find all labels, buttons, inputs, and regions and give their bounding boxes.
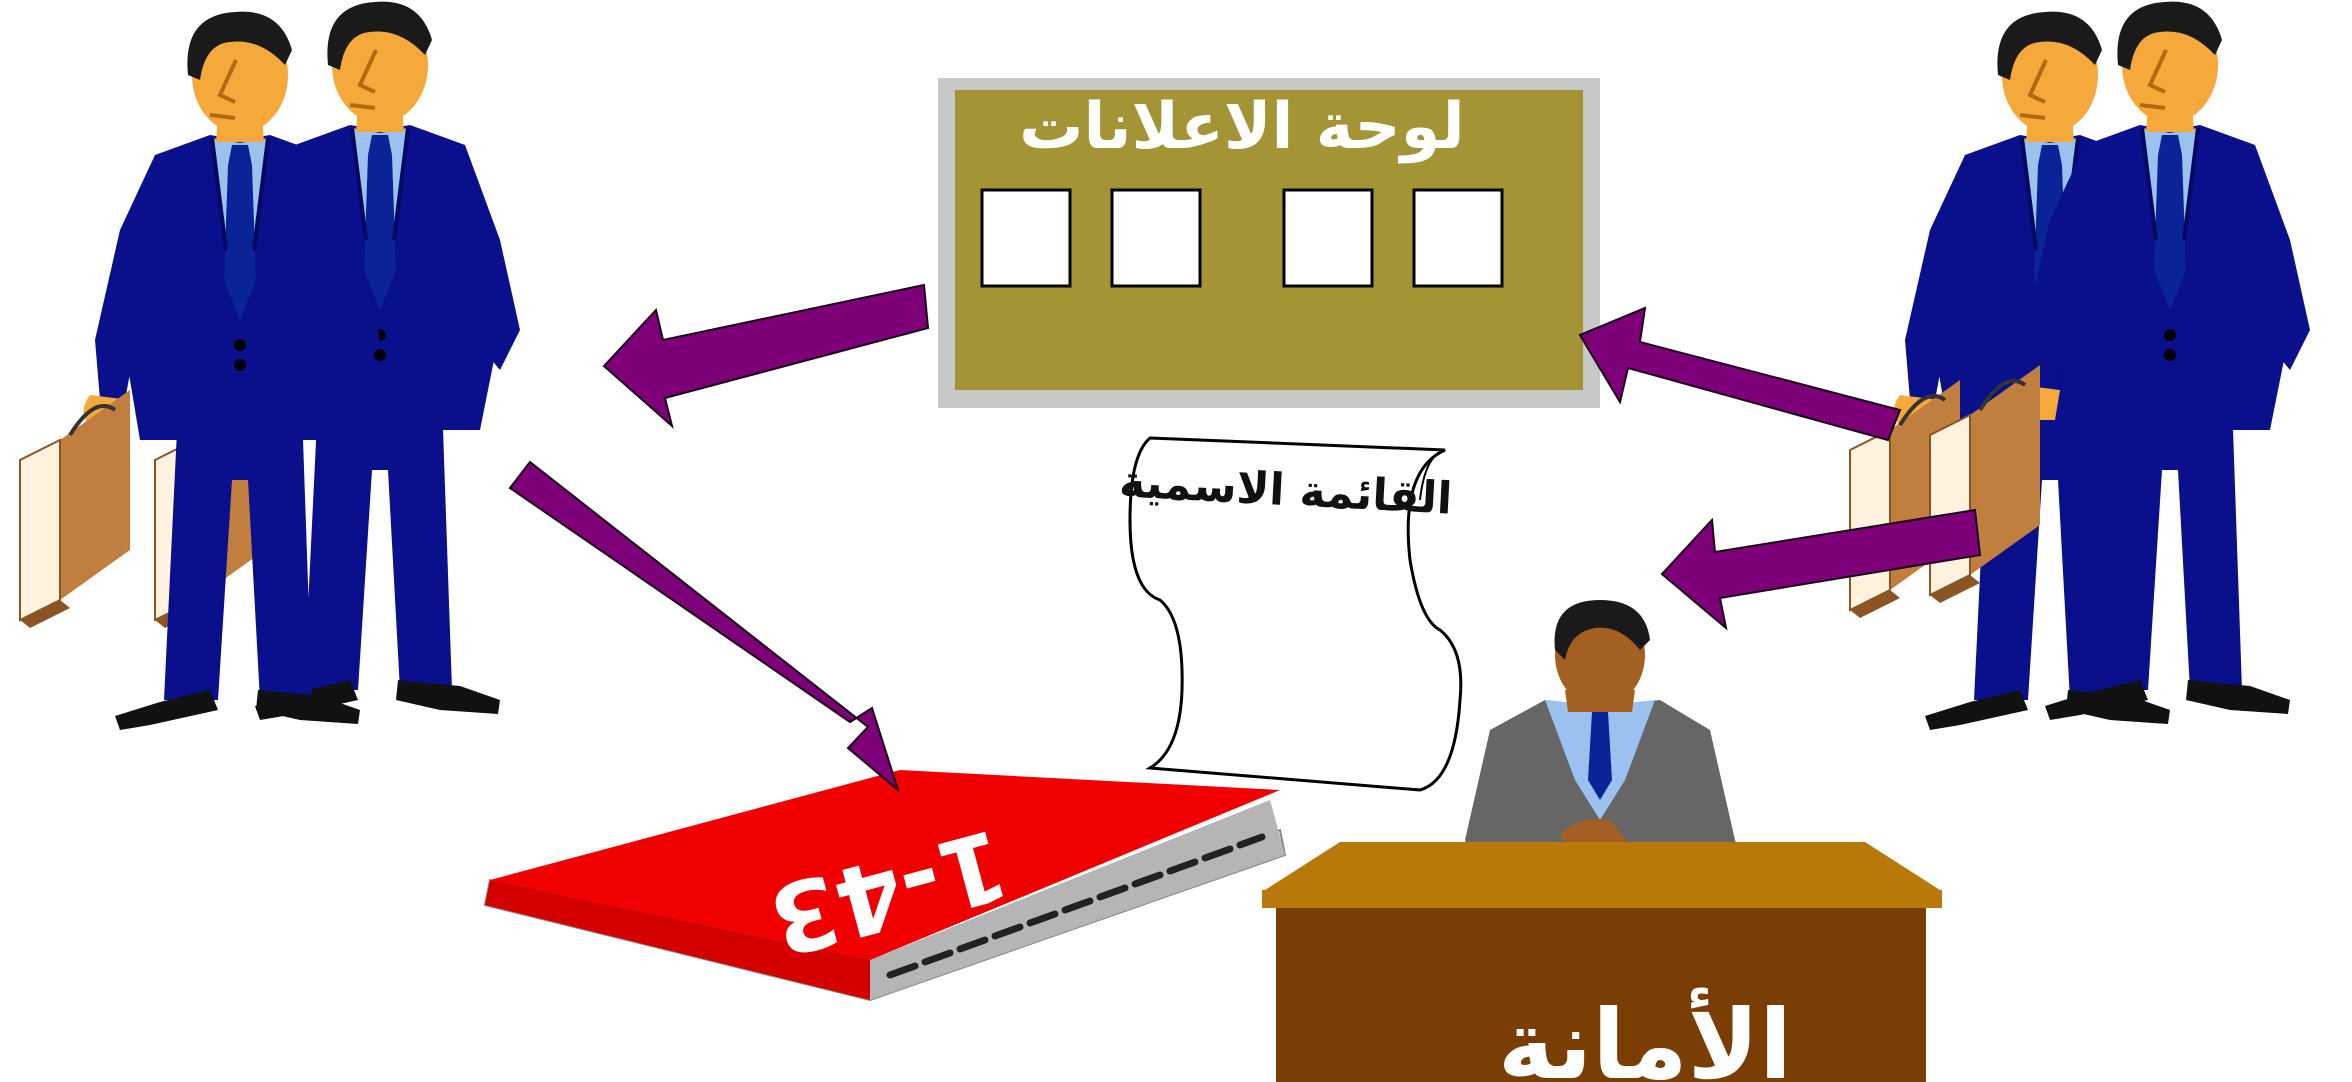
record-book: 1-43 xyxy=(483,770,1287,1002)
businessmen-pair-left xyxy=(18,0,523,733)
clerk xyxy=(1465,600,1740,860)
board-slot xyxy=(1110,188,1202,288)
name-list-scroll: القائمة الاسمية xyxy=(1118,436,1463,792)
arrow-left-men-to-book xyxy=(508,460,900,793)
arrow-right-men-to-board xyxy=(1578,306,1902,442)
board-slot xyxy=(980,188,1072,288)
arrow-right-men-to-clerk xyxy=(1660,508,1982,631)
book-binding xyxy=(886,833,1266,979)
secretariat-desk: الأمانة xyxy=(1262,842,1942,1082)
board-slot xyxy=(1412,188,1504,288)
businessmen-pair-right xyxy=(1848,0,2312,733)
board-slot xyxy=(1282,188,1374,288)
arrows xyxy=(508,283,1982,793)
bulletin-board: لوحة الاعلانات xyxy=(938,78,1600,408)
arrow-board-to-left-men xyxy=(602,283,930,429)
bulletin-board-title: لوحة الاعلانات xyxy=(1019,90,1465,164)
secretariat-label: الأمانة xyxy=(1498,987,1792,1082)
